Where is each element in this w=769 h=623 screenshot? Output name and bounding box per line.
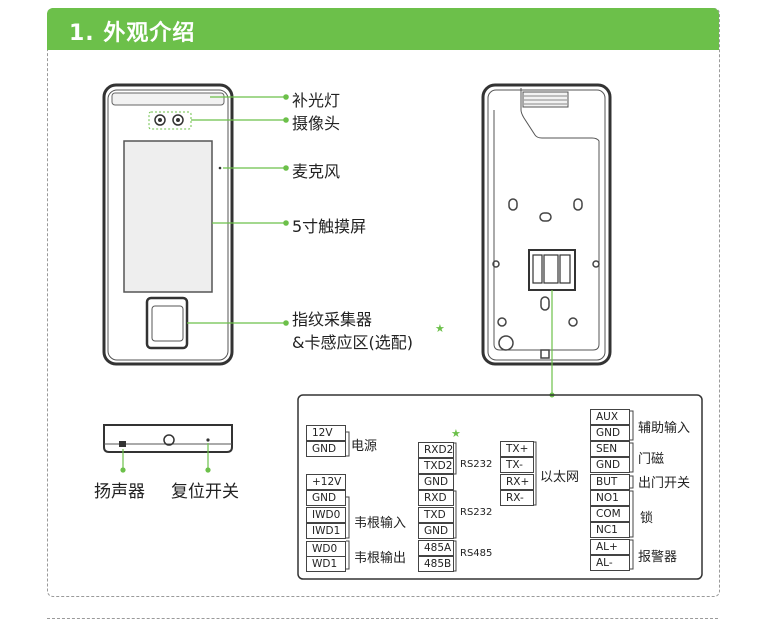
pin-but: BUT (590, 474, 630, 490)
pin-plus12v: +12V (306, 474, 346, 490)
pin-rxd: RXD (418, 490, 454, 506)
card-reader-label: &卡感应区(选配) (292, 333, 413, 352)
front-leader-lines (187, 94, 289, 326)
section-header: 1. 外观介绍 (47, 8, 719, 50)
connector-block (528, 249, 576, 291)
rs485-label: RS485 (460, 548, 493, 559)
pin-sen: SEN (590, 441, 630, 457)
rs232-a-label: RS232 (460, 459, 493, 470)
pin-gnd: GND (590, 457, 630, 473)
pin-gnd: GND (306, 490, 346, 506)
touchscreen-area (123, 140, 213, 293)
pin-al-minus: AL- (590, 555, 630, 571)
pin-iwd1: IWD1 (306, 523, 346, 539)
pin-tx-plus: TX+ (500, 441, 534, 457)
fill-light-strip (111, 92, 225, 106)
speaker-grill-icon (119, 441, 126, 447)
speaker-label: 扬声器 (94, 482, 145, 502)
pin-rx-minus: RX- (500, 490, 534, 506)
back-device (481, 83, 612, 366)
rs232-b-label: RS232 (460, 507, 493, 518)
aux-input-label: 辅助输入 (638, 421, 691, 436)
pin-iwd0: IWD0 (306, 507, 346, 523)
pin-wd1: WD1 (306, 556, 346, 572)
alarm-label: 报警器 (638, 550, 678, 565)
camera-label: 摄像头 (292, 114, 341, 133)
power-label: 电源 (351, 439, 378, 454)
pin-wd0: WD0 (306, 541, 346, 557)
pin-gnd: GND (590, 425, 630, 441)
exit-button-label: 出门开关 (638, 476, 691, 491)
wiegand-out-label: 韦根输出 (354, 551, 407, 566)
section-title: 1. 外观介绍 (69, 21, 196, 46)
pin-tx-minus: TX- (500, 457, 534, 473)
pin-al-plus: AL+ (590, 539, 630, 555)
pin-gnd: GND (306, 441, 346, 457)
touchscreen-label: 5寸触摸屏 (292, 217, 367, 236)
microphone-label: 麦克风 (292, 162, 341, 181)
rs232-star-icon: ★ (451, 427, 461, 440)
pin-txd2: TXD2 (418, 458, 454, 474)
pin-com: COM (590, 506, 630, 522)
optional-star-icon: ★ (435, 322, 445, 335)
pin-12v: 12V (306, 425, 346, 441)
ethernet-label: 以太网 (540, 470, 580, 485)
pin-485b: 485B (418, 556, 454, 572)
pin-no1: NO1 (590, 490, 630, 506)
reset-hole-icon (206, 438, 210, 442)
bottom-view-device (103, 424, 233, 453)
bottom-divider (47, 618, 718, 619)
pin-gnd: GND (418, 474, 454, 490)
pin-aux: AUX (590, 409, 630, 425)
pin-nc1: NC1 (590, 522, 630, 538)
pin-485a: 485A (418, 540, 454, 556)
pin-gnd: GND (418, 523, 454, 539)
front-device (102, 83, 234, 366)
lock-label: 锁 (640, 511, 654, 526)
fill-light-label: 补光灯 (292, 91, 341, 110)
reset-switch-label: 复位开关 (171, 482, 239, 502)
pin-txd: TXD (418, 507, 454, 523)
door-sensor-label: 门磁 (638, 452, 665, 467)
wiegand-in-label: 韦根输入 (354, 516, 407, 531)
pin-rxd2: RXD2 (418, 442, 454, 458)
pin-rx-plus: RX+ (500, 474, 534, 490)
fingerprint-label: 指纹采集器 (292, 310, 373, 329)
wiring-panel-border (297, 394, 703, 580)
